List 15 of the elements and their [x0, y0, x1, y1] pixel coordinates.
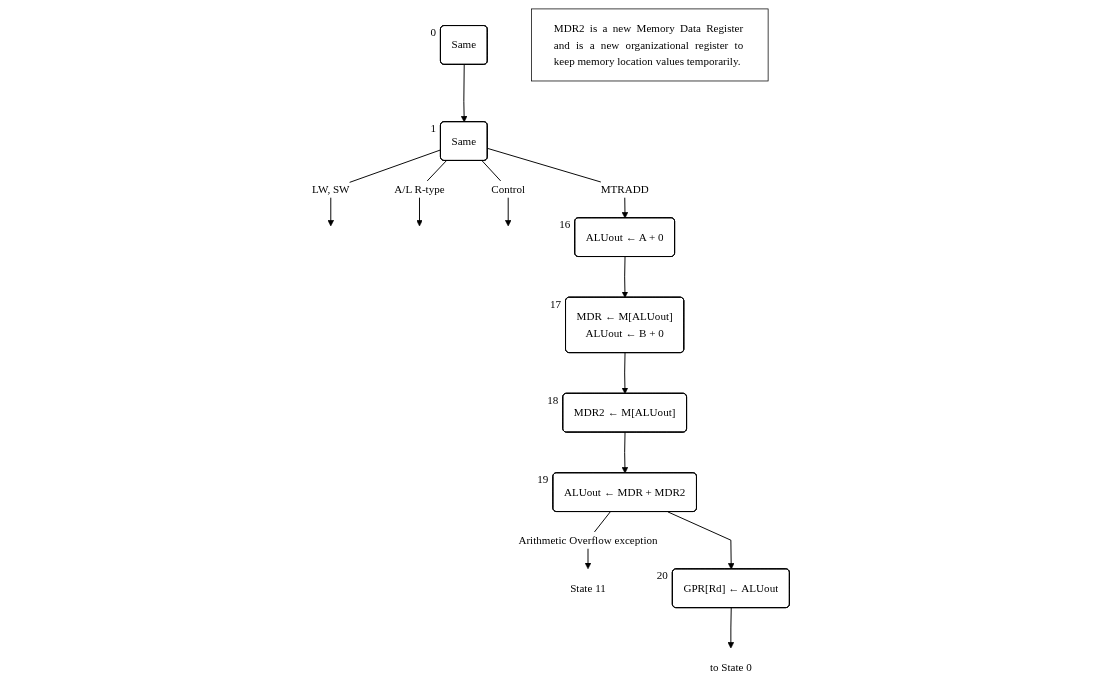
- state-number: 19: [537, 473, 549, 486]
- edge-label: LW, SW: [312, 182, 350, 195]
- node-box: MDR2 is a new Memory Data Register and is a new organizational register to keep memory location values temporarily.: [531, 8, 769, 82]
- edge-label: Arithmetic Overflow exception: [518, 534, 658, 546]
- edge-label: A/L R-type: [394, 182, 445, 195]
- node-text: to State 0: [709, 661, 752, 674]
- state-number: 17: [550, 297, 562, 310]
- state-number: 16: [559, 218, 571, 231]
- edge-label: MTRADD: [600, 182, 649, 195]
- edge-label: Control: [491, 182, 526, 195]
- state-number: 0: [430, 25, 436, 38]
- state-number: 20: [656, 569, 668, 582]
- node-text: State 11: [570, 582, 606, 594]
- state-number: 1: [430, 122, 436, 134]
- state-number: 18: [547, 393, 559, 406]
